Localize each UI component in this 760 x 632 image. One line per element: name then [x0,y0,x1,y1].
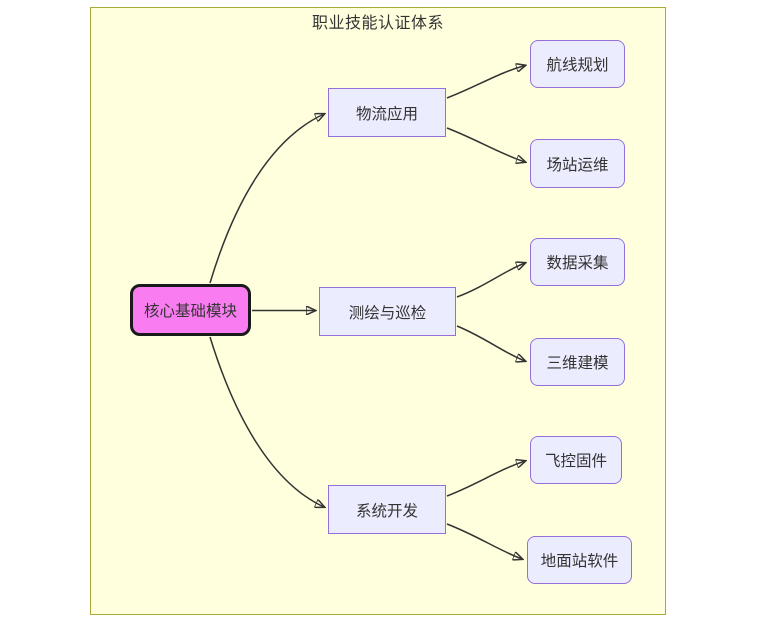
node-route-planning-label: 航线规划 [546,56,609,74]
diagram-title: 职业技能认证体系 [311,13,444,32]
node-ground-station-software: 地面站软件 [527,536,632,584]
node-station-operations-label: 场站运维 [546,155,609,174]
node-3d-modeling: 三维建模 [530,338,625,386]
node-system-development-label: 系统开发 [355,501,418,520]
node-system-development: 系统开发 [328,485,446,534]
node-core-foundation: 核心基础模块 [130,284,251,336]
node-survey-inspection: 测绘与巡检 [319,287,456,336]
node-station-operations: 场站运维 [530,139,625,188]
node-data-collection: 数据采集 [530,238,625,286]
node-flight-control-firmware-label: 飞控固件 [544,452,607,470]
node-logistics-application: 物流应用 [328,88,446,137]
node-flight-control-firmware: 飞控固件 [530,436,622,484]
node-core-foundation-label: 核心基础模块 [143,302,237,320]
node-3d-modeling-label: 三维建模 [546,354,609,372]
node-route-planning: 航线规划 [530,40,625,88]
node-data-collection-label: 数据采集 [546,254,609,272]
node-ground-station-software-label: 地面站软件 [540,552,619,570]
node-survey-inspection-label: 测绘与巡检 [348,303,427,322]
node-logistics-application-label: 物流应用 [355,104,418,123]
